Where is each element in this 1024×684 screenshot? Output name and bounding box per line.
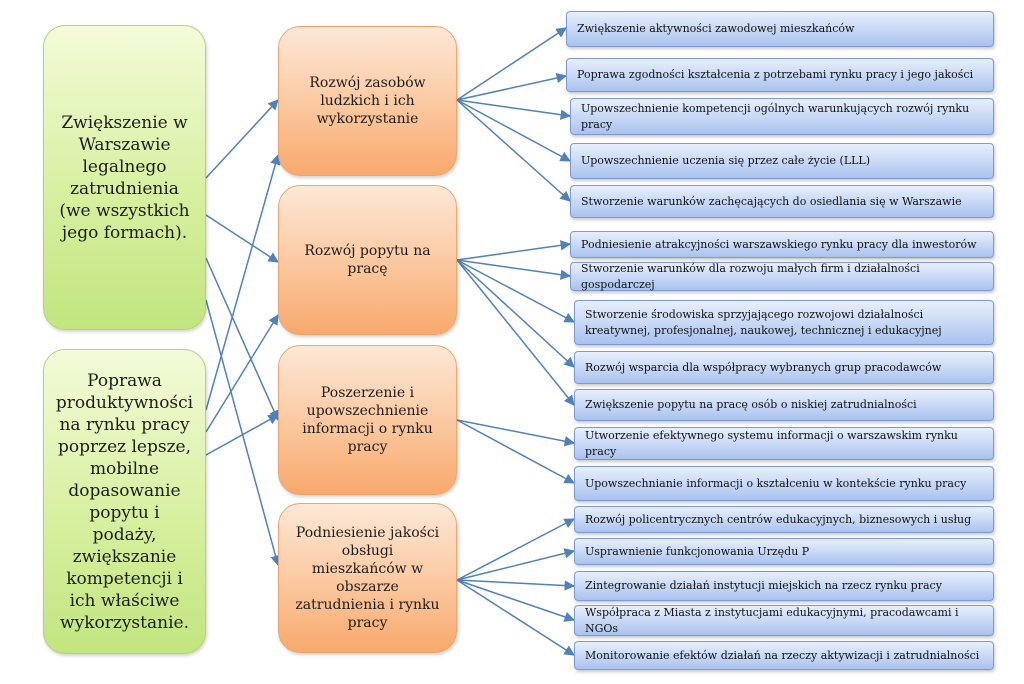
action-text-11: Utworzenie efektywnego systemu informacj… bbox=[585, 428, 958, 458]
connector-arrow bbox=[456, 259, 575, 323]
action-box-9: Rozwój wsparcia dla współpracy wybranych… bbox=[574, 351, 994, 384]
action-box-8: Stworzenie środowiska sprzyjającego rozw… bbox=[574, 300, 994, 345]
area-text-3: Poszerzenie i upowszechnienie informacji… bbox=[302, 385, 433, 455]
connector-arrow bbox=[456, 548, 576, 581]
action-box-2: Poprawa zgodności kształcenia z potrzeba… bbox=[566, 58, 994, 92]
action-text-17: Monitorowanie efektów działań na rzeczy … bbox=[585, 648, 980, 662]
action-text-12: Upowszechnianie informacji o kształceniu… bbox=[585, 476, 967, 490]
action-box-3: Upowszechnienie kompetencji ogólnych war… bbox=[570, 98, 994, 135]
area-box-3: Poszerzenie i upowszechnienie informacji… bbox=[278, 345, 457, 495]
area-box-2: Rozwój popytu na pracę bbox=[278, 185, 457, 335]
goal-text-2: Poprawa produktywności na rynku pracy po… bbox=[55, 370, 194, 633]
action-text-15: Zintegrowanie działań instytucji miejski… bbox=[585, 579, 942, 592]
action-box-12: Upowszechnianie informacji o kształceniu… bbox=[574, 466, 994, 501]
connector-arrow bbox=[205, 153, 281, 411]
connector-arrow bbox=[456, 259, 575, 406]
area-text-1: Rozwój zasobów ludzkich i ich wykorzysta… bbox=[309, 75, 426, 127]
connector-arrow bbox=[205, 99, 279, 179]
connector-arrow bbox=[205, 414, 279, 456]
action-box-15: Zintegrowanie działań instytucji miejski… bbox=[574, 571, 994, 601]
area-box-4: Podniesienie jakości obsługi mieszkańców… bbox=[278, 503, 457, 653]
connector-arrow bbox=[205, 299, 281, 567]
action-text-8: Stworzenie środowiska sprzyjającego rozw… bbox=[585, 307, 942, 337]
action-box-10: Zwiększenie popytu na pracę osób o niski… bbox=[574, 389, 994, 421]
area-text-4: Podniesienie jakości obsługi mieszkańców… bbox=[295, 525, 440, 631]
connector-arrow bbox=[456, 579, 576, 591]
action-box-6: Podniesienie atrakcyjności warszawskiego… bbox=[570, 231, 994, 258]
connector-arrow bbox=[456, 518, 575, 581]
area-text-2: Rozwój popytu na pracę bbox=[304, 243, 431, 277]
action-box-5: Stworzenie warunków zachęcających do osi… bbox=[570, 185, 994, 218]
action-text-9: Rozwój wsparcia dla współpracy wybranych… bbox=[585, 360, 942, 374]
connector-arrow bbox=[456, 419, 576, 447]
action-box-1: Zwiększenie aktywności zawodowej mieszka… bbox=[566, 11, 994, 47]
connector-arrow bbox=[456, 72, 568, 101]
action-text-13: Rozwój policentrycznych centrów edukacyj… bbox=[585, 512, 972, 526]
connector-arrow bbox=[456, 27, 567, 101]
action-box-11: Utworzenie efektywnego systemu informacj… bbox=[574, 427, 994, 460]
action-text-2: Poprawa zgodności kształcenia z potrzeba… bbox=[577, 68, 974, 81]
action-text-3: Upowszechnienie kompetencji ogólnych war… bbox=[581, 101, 970, 131]
goal-box-2: Poprawa produktywności na rynku pracy po… bbox=[43, 349, 206, 654]
action-box-4: Upowszechnienie uczenia się przez całe ż… bbox=[570, 143, 994, 179]
goal-box-1: Zwiększenie w Warszawie legalnego zatrud… bbox=[43, 25, 206, 330]
action-text-1: Zwiększenie aktywności zawodowej mieszka… bbox=[577, 22, 855, 35]
action-text-5: Stworzenie warunków zachęcających do osi… bbox=[581, 194, 962, 208]
action-box-16: Współpraca z Miasta z instytucjami eduka… bbox=[574, 605, 994, 636]
action-text-4: Upowszechnienie uczenia się przez całe ż… bbox=[581, 154, 871, 167]
connector-arrow bbox=[205, 257, 279, 421]
action-text-6: Podniesienie atrakcyjności warszawskiego… bbox=[581, 237, 977, 251]
action-box-13: Rozwój policentrycznych centrów edukacyj… bbox=[574, 506, 994, 533]
connector-arrow bbox=[456, 99, 571, 162]
connector-arrow bbox=[456, 259, 572, 280]
connector-arrow bbox=[456, 579, 575, 622]
connector-arrow bbox=[456, 419, 575, 484]
connector-arrow bbox=[205, 214, 279, 263]
goal-text-1: Zwiększenie w Warszawie legalnego zatrud… bbox=[59, 112, 190, 243]
area-box-1: Rozwój zasobów ludzkich i ich wykorzysta… bbox=[278, 26, 457, 176]
connector-arrow bbox=[456, 99, 572, 120]
action-box-7: Stworzenie warunków dla rozwoju małych f… bbox=[570, 262, 994, 291]
action-box-14: Usprawnienie funkcjonowania Urzędu P bbox=[574, 538, 994, 565]
connector-arrow bbox=[456, 99, 571, 202]
connector-arrow bbox=[456, 259, 575, 368]
connector-arrow bbox=[456, 579, 575, 656]
action-box-17: Monitorowanie efektów działań na rzeczy … bbox=[574, 641, 994, 670]
action-text-14: Usprawnienie funkcjonowania Urzędu P bbox=[585, 544, 810, 558]
connector-arrow bbox=[205, 314, 279, 433]
action-text-16: Współpraca z Miasta z instytucjami eduka… bbox=[585, 605, 959, 635]
connector-arrow bbox=[456, 240, 572, 261]
action-text-10: Zwiększenie popytu na pracę osób o niski… bbox=[585, 398, 917, 411]
action-text-7: Stworzenie warunków dla rozwoju małych f… bbox=[581, 261, 920, 291]
